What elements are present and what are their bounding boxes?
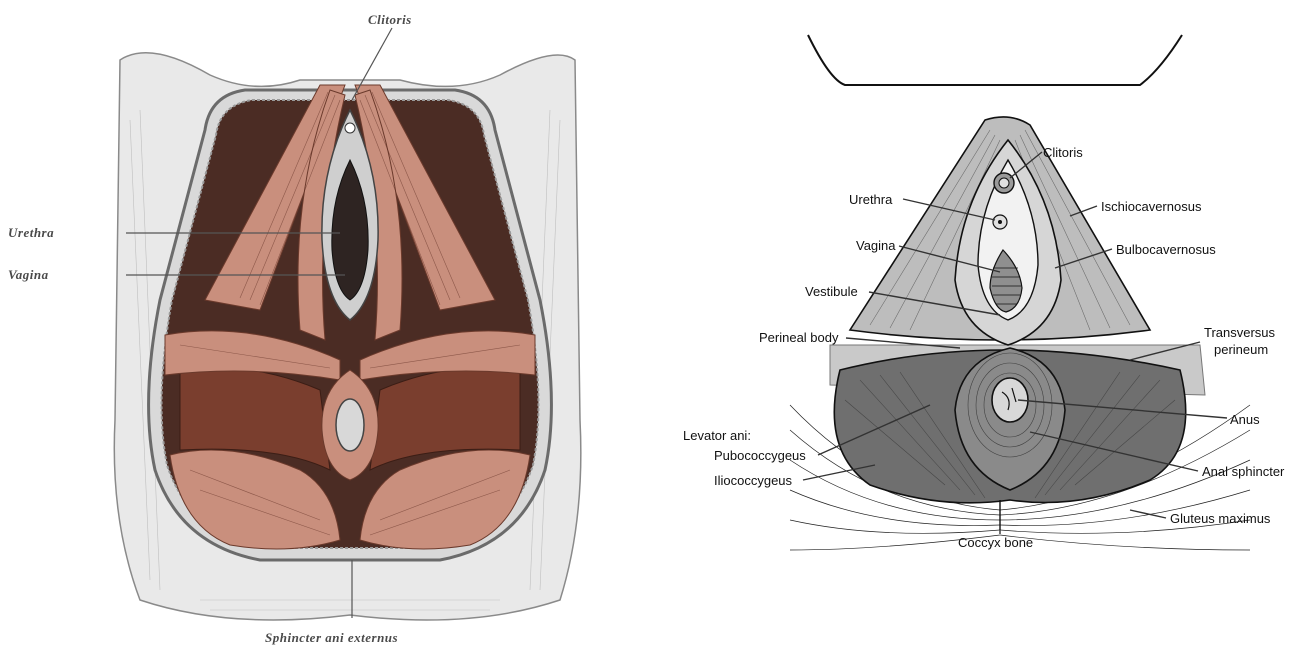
clitoris-glans-left bbox=[345, 123, 355, 133]
label-clitoris-left: Clitoris bbox=[368, 12, 412, 27]
label-perineal-body-right: Perineal body bbox=[759, 330, 839, 345]
anus-left bbox=[336, 399, 364, 451]
label-anus-right: Anus bbox=[1230, 412, 1260, 427]
label-ischiocavernosus-right: Ischiocavernosus bbox=[1101, 199, 1202, 214]
label-urethra-right: Urethra bbox=[849, 192, 893, 207]
label-urethra-left: Urethra bbox=[8, 225, 54, 240]
right-diagram: Clitoris Urethra Ischiocavernosus Vagina… bbox=[683, 35, 1285, 550]
label-clitoris-right: Clitoris bbox=[1043, 145, 1083, 160]
label-vagina-right: Vagina bbox=[856, 238, 896, 253]
label-vestibule-right: Vestibule bbox=[805, 284, 858, 299]
label-pubococcygeus-right: Pubococcygeus bbox=[714, 448, 806, 463]
label-bulbocavernosus-right: Bulbocavernosus bbox=[1116, 242, 1216, 257]
label-iliococcygeus-right: Iliococcygeus bbox=[714, 473, 793, 488]
left-illustration: Clitoris Urethra Vagina Sphincter ani ex… bbox=[8, 12, 581, 645]
label-transversus-2-right: perineum bbox=[1214, 342, 1268, 357]
label-transversus-1-right: Transversus bbox=[1204, 325, 1276, 340]
label-vagina-left: Vagina bbox=[8, 267, 49, 282]
label-coccyx-bone-right: Coccyx bone bbox=[958, 535, 1033, 550]
label-gluteus-maximus-right: Gluteus maximus bbox=[1170, 511, 1271, 526]
label-anal-sphincter-right: Anal sphincter bbox=[1202, 464, 1285, 479]
label-sphincter-left: Sphincter ani externus bbox=[265, 630, 398, 645]
pubic-arch bbox=[808, 35, 1182, 85]
label-levator-ani-right: Levator ani: bbox=[683, 428, 751, 443]
